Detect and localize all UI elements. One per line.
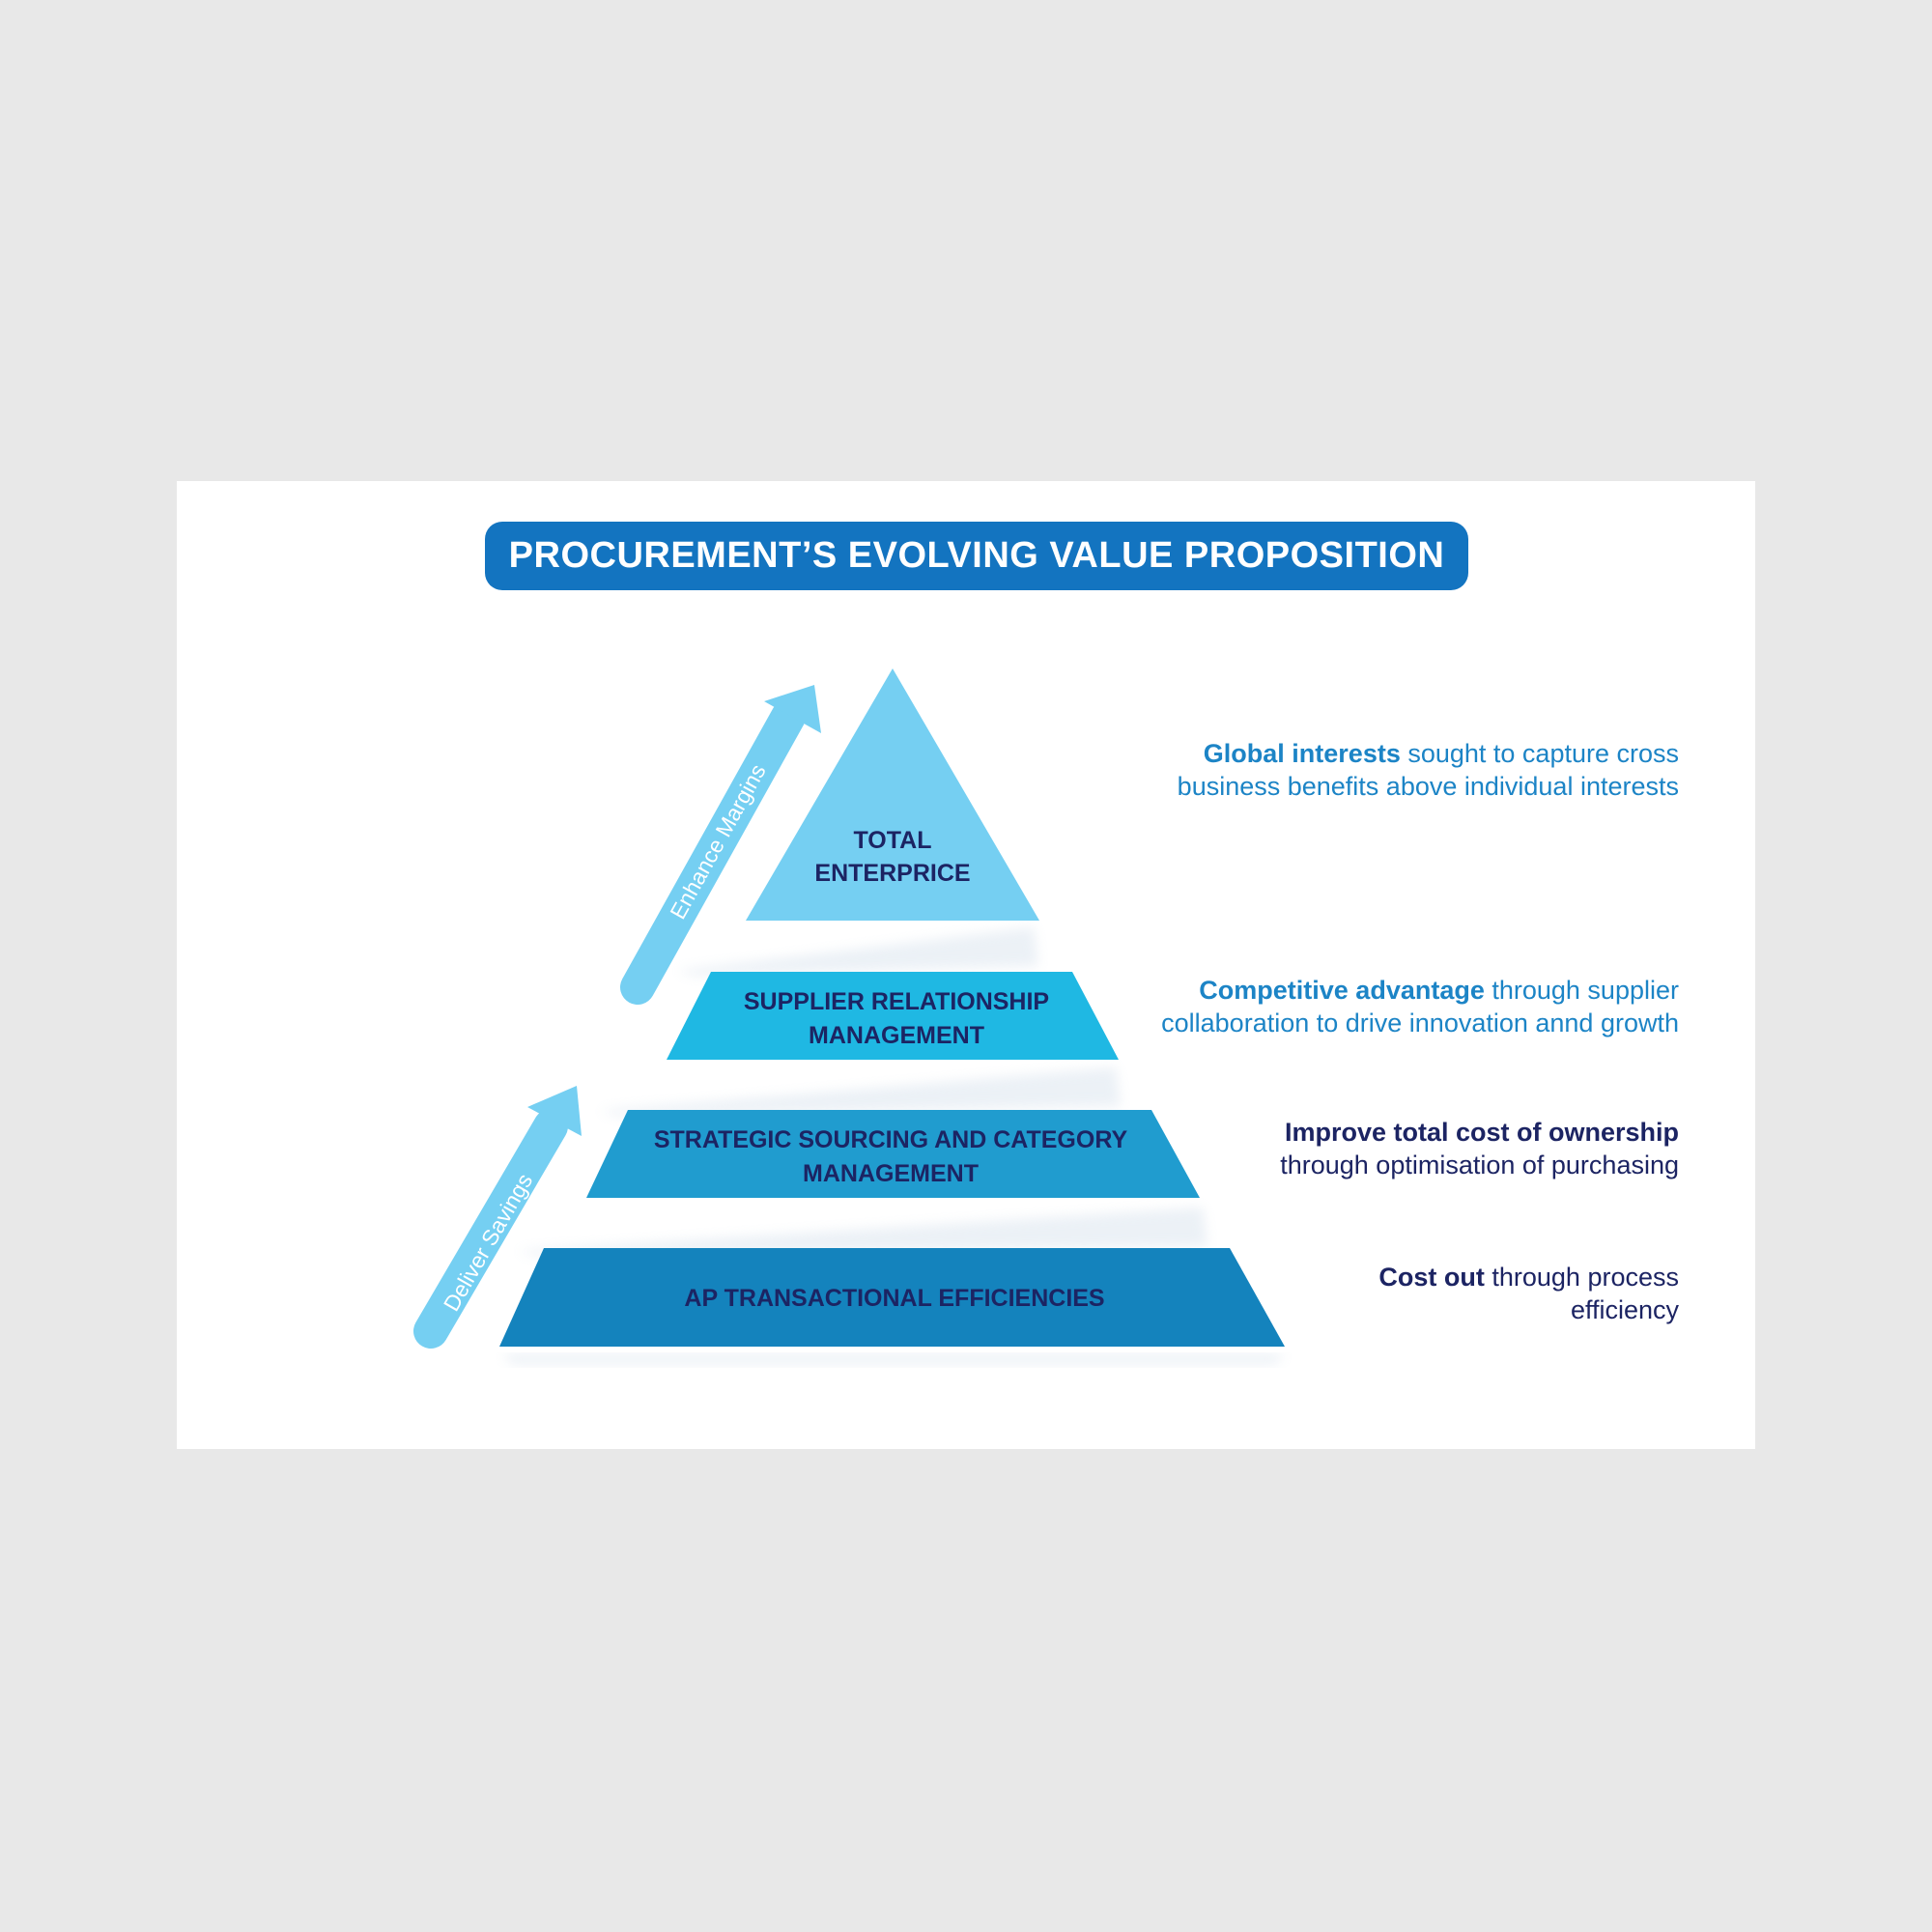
tier-supplier-relationship	[667, 972, 1119, 1060]
description-2-rest: through supplier	[1484, 976, 1679, 1005]
description-1-line2: business benefits above individual inter…	[1177, 772, 1679, 801]
description-global-interests: Global interests sought to capture cross…	[1178, 737, 1679, 803]
description-3-line2: through optimisation of purchasing	[1280, 1151, 1679, 1179]
enhance-margins-label: Enhance Margins	[665, 760, 771, 923]
page-title: PROCUREMENT’S EVOLVING VALUE PROPOSITION	[485, 522, 1468, 590]
tier1-label-line1: TOTAL	[853, 827, 931, 854]
enhance-margins-arrow: Enhance Margins	[620, 685, 821, 1005]
tier3-label-line1: STRATEGIC SOURCING AND CATEGORY	[654, 1126, 1128, 1153]
description-3-strong: Improve total cost of ownership	[1284, 1118, 1679, 1147]
tier-strategic-sourcing	[586, 1110, 1200, 1198]
description-competitive-advantage: Competitive advantage through supplier c…	[1161, 974, 1679, 1039]
description-total-cost: Improve total cost of ownership through …	[1280, 1116, 1679, 1181]
tier2-label-line2: MANAGEMENT	[809, 1022, 984, 1049]
tier-shadows	[502, 927, 1285, 1364]
tier-total-enterprise	[746, 668, 1039, 921]
deliver-savings-label: Deliver Savings	[439, 1169, 537, 1315]
tier-ap-transactional	[499, 1248, 1285, 1347]
description-2-strong: Competitive advantage	[1199, 976, 1485, 1005]
description-1-rest: sought to capture cross	[1400, 739, 1679, 768]
description-cost-out: Cost out through process efficiency	[1378, 1261, 1679, 1326]
description-4-rest: through process	[1484, 1263, 1679, 1292]
tier2-label-line1: SUPPLIER RELATIONSHIP	[744, 988, 1049, 1015]
description-4-line2: efficiency	[1570, 1295, 1679, 1324]
description-4-strong: Cost out	[1378, 1263, 1485, 1292]
tier4-label: AP TRANSACTIONAL EFFICIENCIES	[684, 1285, 1104, 1312]
description-2-line2: collaboration to drive innovation annd g…	[1161, 1009, 1679, 1037]
tier1-label-line2: ENTERPRICE	[814, 860, 970, 887]
tier3-label-line2: MANAGEMENT	[803, 1160, 979, 1187]
description-1-strong: Global interests	[1203, 739, 1401, 768]
